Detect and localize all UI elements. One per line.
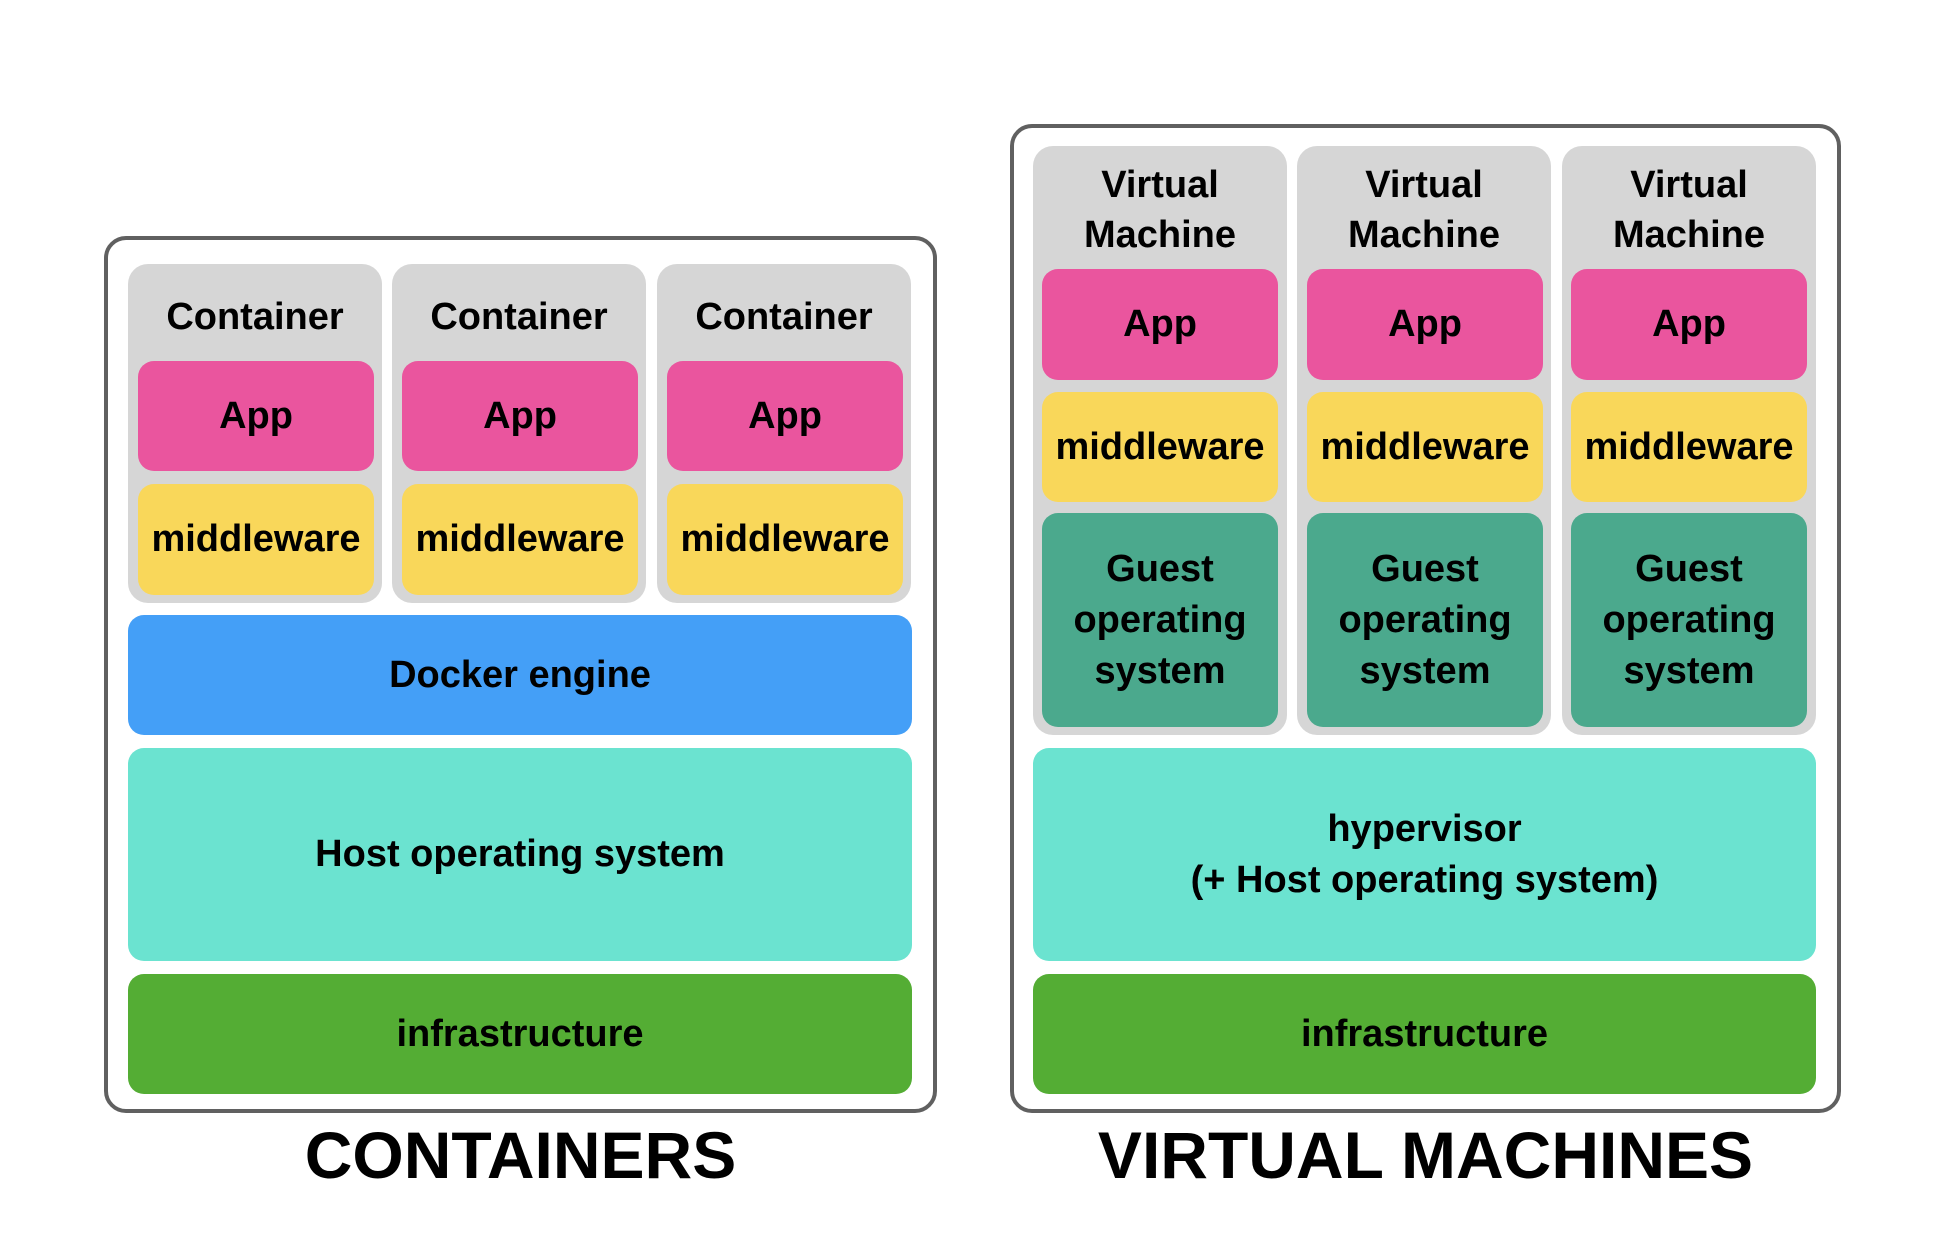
app-block: App [1571, 269, 1807, 380]
host-os-layer: Host operating system [128, 748, 912, 961]
middleware-block: middleware [1042, 392, 1278, 502]
virtual-machines-title: VIRTUAL MACHINES [1097, 1118, 1754, 1192]
guest-os-block: Guest operating system [1307, 513, 1543, 727]
vm-label: Virtual Machine [1347, 164, 1501, 256]
guest-os-block: Guest operating system [1571, 513, 1807, 727]
vm-label: Virtual Machine [1612, 164, 1766, 256]
hypervisor-layer: hypervisor (+ Host operating system) [1033, 748, 1816, 961]
vm-label: Virtual Machine [1083, 164, 1237, 256]
docker-engine-layer: Docker engine [128, 615, 912, 735]
guest-os-block: Guest operating system [1042, 513, 1278, 727]
container-label: Container [695, 296, 873, 338]
container-label: Container [430, 296, 608, 338]
app-block: App [402, 361, 638, 471]
infrastructure-layer: infrastructure [1033, 974, 1816, 1094]
middleware-block: middleware [402, 484, 638, 595]
app-block: App [138, 361, 374, 471]
app-block: App [667, 361, 903, 471]
app-block: App [1307, 269, 1543, 380]
container-label: Container [166, 296, 344, 338]
middleware-block: middleware [1571, 392, 1807, 502]
middleware-block: middleware [667, 484, 903, 595]
infrastructure-layer: infrastructure [128, 974, 912, 1094]
app-block: App [1042, 269, 1278, 380]
middleware-block: middleware [138, 484, 374, 595]
containers-title: CONTAINERS [304, 1118, 737, 1192]
middleware-block: middleware [1307, 392, 1543, 502]
